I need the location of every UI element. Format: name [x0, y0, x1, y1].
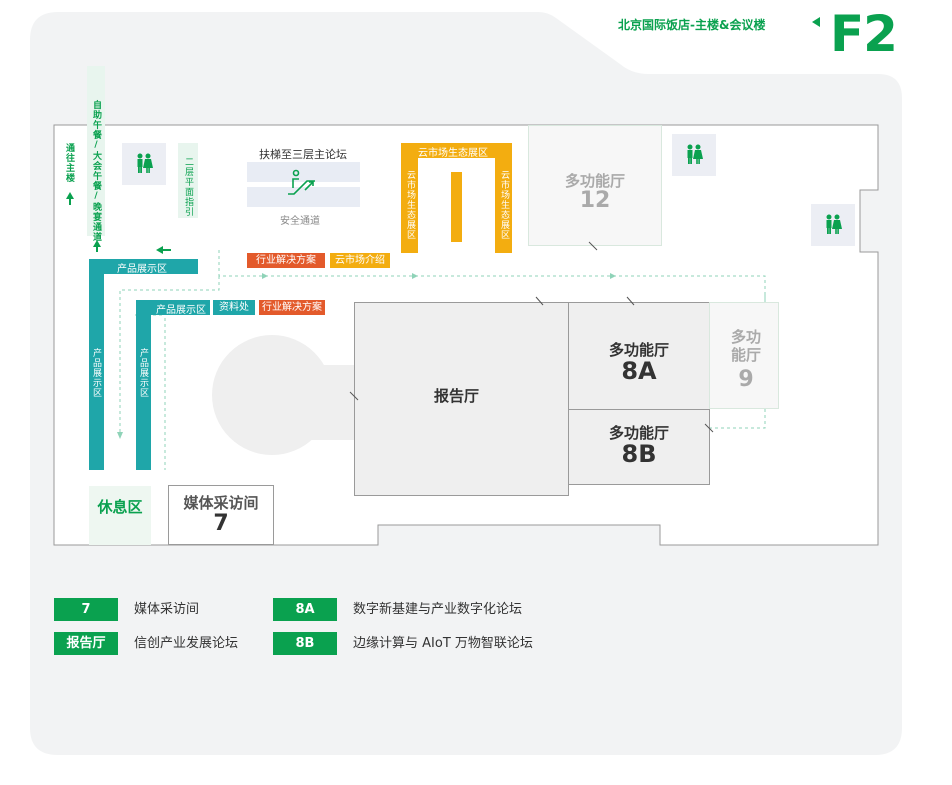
- report-hall-name: 报告厅: [433, 387, 479, 405]
- venue-title: 北京国际饭店-主楼&会议楼: [618, 18, 766, 32]
- room-12-number: 12: [579, 188, 611, 213]
- product-exhibit-top-bar: [89, 259, 198, 274]
- escalator-label: 扶梯至三层主论坛: [259, 148, 347, 161]
- room-12[interactable]: [528, 125, 662, 246]
- cloud-eco-booth: [401, 143, 512, 158]
- legend-desc-8b: 边缘计算与 AIoT 万物智联论坛: [353, 636, 533, 651]
- product-exhibit-mid-bar: [136, 300, 210, 315]
- escalator-area: [247, 162, 360, 182]
- cloud-eco-center-pillar: [451, 172, 462, 242]
- lunch-route-label: 自助午餐/大会午餐/晚宴通道: [91, 100, 101, 242]
- arrow-up-icon: [66, 192, 74, 199]
- room-8a-name: 多功能厅: [608, 341, 669, 359]
- legend-key-8a: 8A: [273, 598, 337, 621]
- product-exhibit-left-label: 产品展示区: [91, 348, 101, 398]
- escalator-area: [247, 187, 360, 207]
- restroom-icon: [122, 143, 166, 185]
- room-8b-number: 8B: [621, 440, 657, 468]
- cloud-eco-left-label: 云市场生态展区: [405, 170, 415, 240]
- industry-solution-tag-2: 行业解决方案: [259, 300, 325, 315]
- room-8a-number: 8A: [621, 357, 657, 385]
- arrow-up-stem: [69, 199, 71, 205]
- legend-key-7: 7: [54, 598, 118, 621]
- restroom-icon: [811, 204, 855, 246]
- room-9-number: 9: [738, 367, 754, 392]
- product-exhibit-inner-label: 产品展示区: [138, 348, 148, 398]
- legend-key-8b: 8B: [273, 632, 337, 655]
- room-9-name: 多功能厅: [730, 328, 761, 364]
- floor-guide-label: 二层平面指引: [183, 157, 193, 217]
- floor-guide-strip: [178, 143, 198, 218]
- room-7-number: 7: [213, 511, 229, 536]
- legend-desc-8a: 数字新基建与产业数字化论坛: [353, 602, 523, 617]
- lunch-route-strip: [87, 66, 105, 236]
- product-exhibit-mid-label: 产品展示区: [156, 305, 206, 316]
- room-7-name: 媒体采访间: [183, 494, 259, 512]
- to-main-building-label: 通往主楼: [64, 143, 74, 183]
- arrow-left-icon: [156, 246, 163, 254]
- cloud-eco-right-label: 云市场生态展区: [499, 170, 509, 240]
- legend-desc-report: 信创产业发展论坛: [134, 636, 239, 651]
- product-exhibit-inner-bar: [136, 315, 151, 470]
- room-8b-name: 多功能厅: [608, 424, 669, 442]
- legend-desc-7: 媒体采访间: [134, 602, 200, 617]
- room-9[interactable]: [709, 302, 779, 409]
- product-exhibit-left-bar: [89, 274, 104, 470]
- room-7-media[interactable]: [168, 485, 274, 545]
- restroom-icon: [672, 134, 716, 176]
- pointer-left-icon: [812, 17, 820, 27]
- cloud-eco-right-wing: [495, 158, 512, 253]
- room-8b[interactable]: [568, 409, 710, 485]
- cloud-intro-tag: 云市场介绍: [330, 253, 390, 268]
- report-hall[interactable]: [354, 302, 569, 496]
- product-exhibit-top-label: 产品展示区: [117, 264, 167, 275]
- arrow-up-icon: [93, 240, 101, 247]
- room-8a[interactable]: [568, 302, 710, 410]
- rest-area-name: 休息区: [97, 498, 143, 516]
- cloud-eco-top-label: 云市场生态展区: [418, 148, 488, 159]
- materials-desk-tag: 资料处: [213, 300, 255, 315]
- escalator-icon: [285, 168, 321, 204]
- cloud-eco-left-wing: [401, 158, 418, 253]
- floor-label: F2: [830, 5, 898, 63]
- room-12-name: 多功能厅: [564, 172, 625, 190]
- industry-solution-tag: 行业解决方案: [247, 253, 325, 268]
- safety-exit-label: 安全通道: [280, 216, 320, 227]
- arrow-up-stem: [96, 246, 98, 252]
- arrow-left-stem: [163, 249, 171, 251]
- legend-key-report: 报告厅: [54, 632, 118, 655]
